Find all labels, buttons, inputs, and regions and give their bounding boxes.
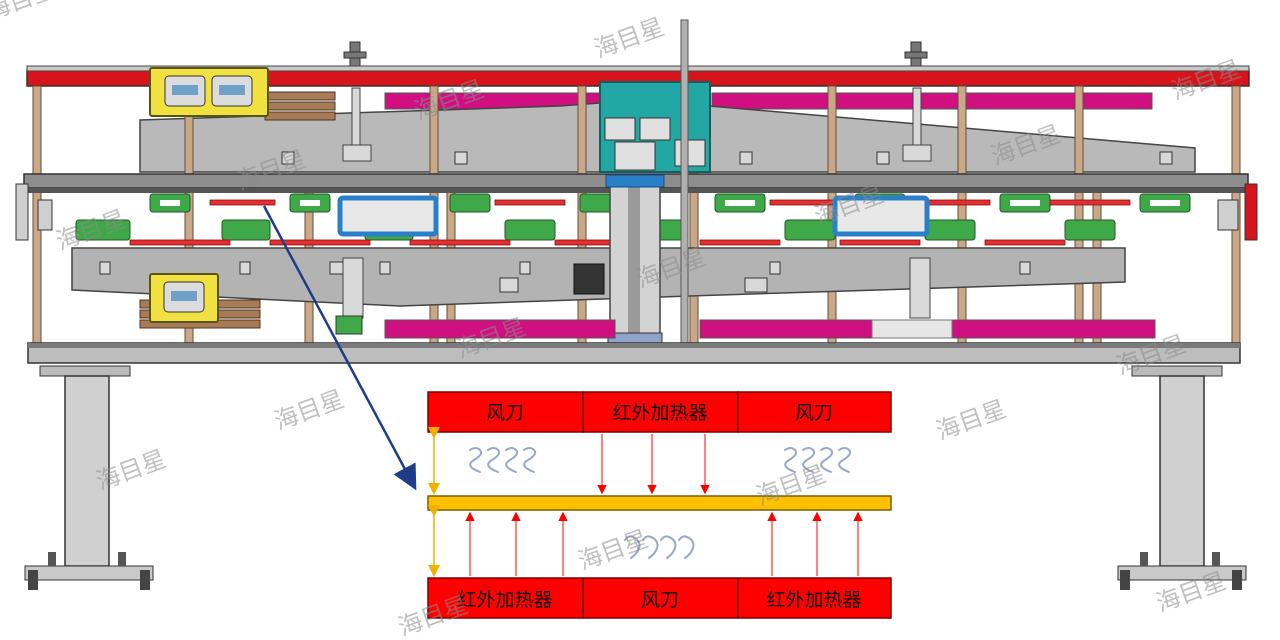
workpiece-board bbox=[427, 495, 892, 511]
top-left-label: 风刀 bbox=[486, 402, 524, 424]
upper-heater-bar-right bbox=[711, 92, 1153, 110]
top-air-knife-left bbox=[427, 391, 584, 433]
left-leg bbox=[24, 365, 154, 590]
watermark-text: 海目星 bbox=[574, 525, 651, 576]
heat-arrows-up bbox=[465, 511, 863, 576]
watermark-text: 海目星 bbox=[590, 13, 667, 64]
bottom-air-knife bbox=[582, 577, 739, 619]
bottom-left-label: 红外加热器 bbox=[457, 589, 552, 611]
bottom-middle-label: 风刀 bbox=[641, 589, 679, 611]
watermark-text: 海目星 bbox=[270, 385, 347, 436]
bottom-right-label: 红外加热器 bbox=[766, 589, 861, 611]
top-infrared-heater bbox=[582, 391, 739, 433]
airflow-top-right bbox=[784, 447, 852, 473]
airflow-bottom-center bbox=[624, 535, 695, 559]
watermark-text: 海目星 bbox=[0, 0, 60, 26]
callout-arrow bbox=[262, 205, 417, 491]
bottom-infrared-heater-right bbox=[737, 577, 892, 619]
top-right-label: 风刀 bbox=[795, 402, 833, 424]
machine-drawing bbox=[15, 19, 1258, 590]
heating-schematic: 风刀 红外加热器 风刀 红外加热器 风刀 红外加热器 bbox=[427, 391, 892, 619]
right-leg bbox=[1117, 365, 1247, 590]
top-air-knife-right bbox=[737, 391, 892, 433]
airflow-top-left bbox=[469, 447, 537, 473]
heat-arrows-down bbox=[597, 434, 710, 495]
watermark-text: 海目星 bbox=[932, 395, 1009, 446]
top-middle-label: 红外加热器 bbox=[612, 402, 707, 424]
sensor-window-right bbox=[832, 195, 930, 237]
controller-box-bottom bbox=[149, 273, 219, 323]
lower-heater-bar-left bbox=[384, 319, 616, 339]
sensor-window-left bbox=[337, 195, 439, 237]
controller-box-top bbox=[149, 67, 269, 117]
